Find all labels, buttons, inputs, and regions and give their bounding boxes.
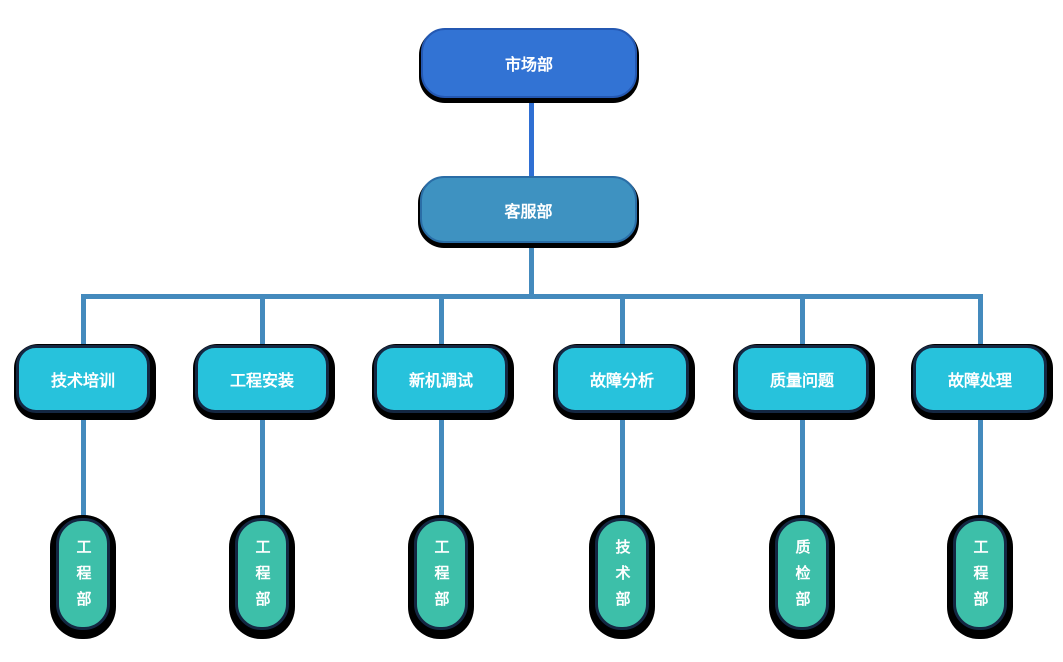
node-engineering-dept-2[interactable]: 工程部: [235, 518, 289, 630]
connector-branch1-bottom: [81, 411, 86, 519]
connector-branch4-bottom: [620, 411, 625, 519]
node-label: 质检部: [793, 539, 811, 617]
connector-branch2-top: [260, 294, 265, 346]
connector-horizontal-bus: [81, 294, 983, 299]
connector-branch3-top: [439, 294, 444, 346]
node-quality-inspection-dept[interactable]: 质检部: [775, 518, 829, 630]
node-label: 故障分析: [589, 373, 654, 390]
connector-branch1-top: [81, 294, 86, 346]
node-label: 新机调试: [408, 373, 473, 390]
node-label: 市场部: [504, 57, 553, 74]
connector-branch4-top: [620, 294, 625, 346]
node-engineering-dept-3[interactable]: 工程部: [414, 518, 468, 630]
connector-level2-down: [529, 241, 534, 297]
node-engineering-dept-1[interactable]: 工程部: [56, 518, 110, 630]
node-new-machine-debug[interactable]: 新机调试: [374, 345, 508, 413]
node-technical-dept[interactable]: 技术部: [595, 518, 649, 630]
connector-branch5-bottom: [800, 411, 805, 519]
node-label: 工程部: [432, 539, 450, 617]
node-fault-handling[interactable]: 故障处理: [913, 345, 1047, 413]
node-label: 工程安装: [229, 373, 294, 390]
node-label: 工程部: [74, 539, 92, 617]
node-label: 质量问题: [769, 373, 834, 390]
connector-branch2-bottom: [260, 411, 265, 519]
node-label: 技术培训: [50, 373, 115, 390]
connector-branch6-top: [978, 294, 983, 346]
node-fault-analysis[interactable]: 故障分析: [555, 345, 689, 413]
node-engineering-dept-4[interactable]: 工程部: [953, 518, 1007, 630]
node-label: 工程部: [971, 539, 989, 617]
node-marketing-dept[interactable]: 市场部: [421, 28, 637, 98]
connector-branch5-top: [800, 294, 805, 346]
node-engineering-install[interactable]: 工程安装: [195, 345, 329, 413]
node-tech-training[interactable]: 技术培训: [16, 345, 150, 413]
connector-branch6-bottom: [978, 411, 983, 519]
node-label: 工程部: [253, 539, 271, 617]
node-label: 技术部: [613, 539, 631, 617]
connector-root-to-level2: [529, 96, 534, 178]
node-label: 故障处理: [947, 373, 1012, 390]
node-customer-service-dept[interactable]: 客服部: [420, 176, 637, 243]
node-label: 客服部: [504, 203, 553, 221]
connector-branch3-bottom: [439, 411, 444, 519]
node-quality-issues[interactable]: 质量问题: [735, 345, 869, 413]
